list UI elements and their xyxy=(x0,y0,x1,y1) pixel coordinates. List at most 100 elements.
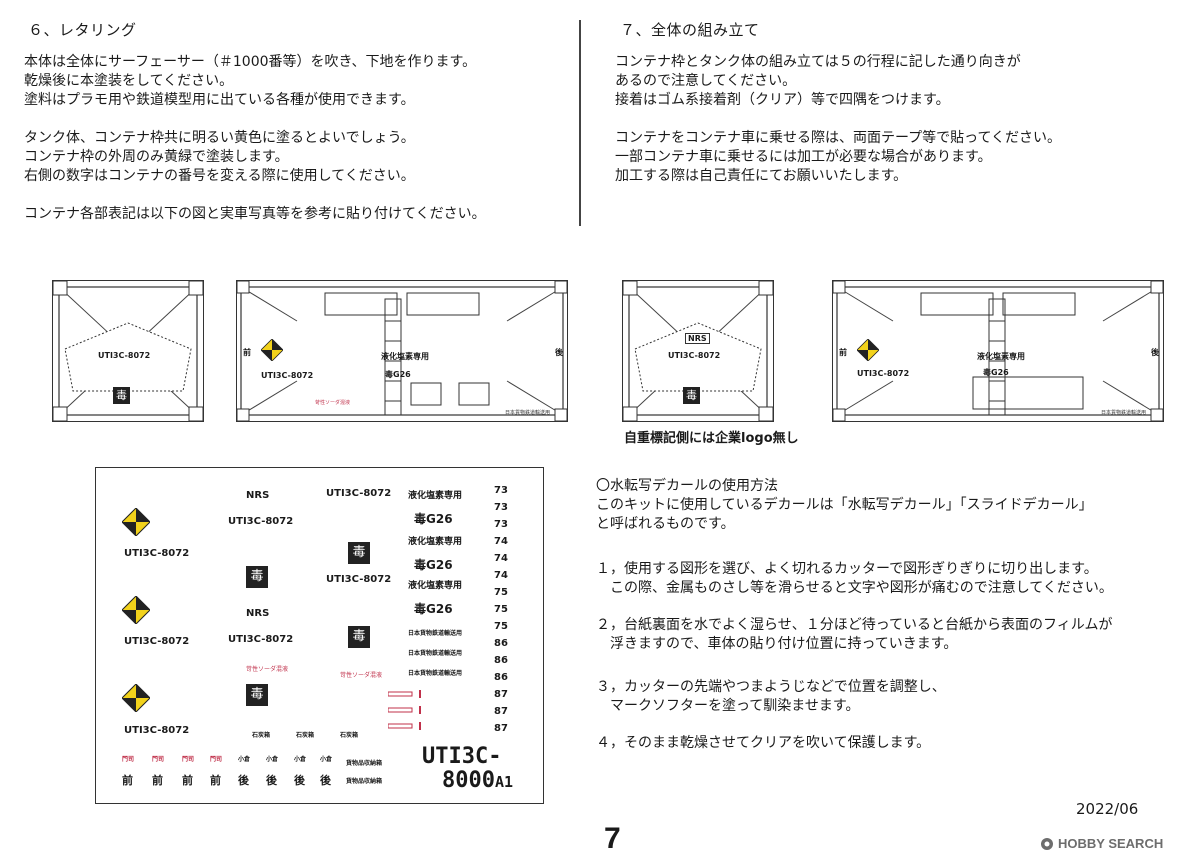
front-word: 前 xyxy=(122,774,133,787)
howto-step-3: ３，カッターの先端やつまようじなどで位置を調整し、 マークソフターを塗って馴染ま… xyxy=(596,678,946,716)
nrs-logo: NRS xyxy=(246,608,270,619)
hg-hazard-icon xyxy=(122,596,150,624)
number-label: 86 xyxy=(494,672,508,683)
howto-step-line: ２，台紙裏面を水でよく湿らせ、１分ほど待っていると台紙から表面のフィルムが xyxy=(596,617,1113,633)
storage-label: 石炭箱 xyxy=(252,732,271,739)
front-word: 前 xyxy=(182,774,193,787)
section7-line: 加工する際は自己責任にてお願いいたします。 xyxy=(615,168,908,184)
number-column: 73 73 73 74 74 74 75 75 75 86 86 86 87 8… xyxy=(494,482,508,737)
hazard-code-label: 毒G26 xyxy=(414,512,453,526)
section6-line xyxy=(24,186,486,205)
hazard-code-label: 毒G26 xyxy=(983,368,1009,377)
rail-label: 日本貨物鉄道輸送用 xyxy=(408,630,463,637)
number-label: 75 xyxy=(494,604,508,615)
cargo-label: 液化塩素専用 xyxy=(977,352,1025,361)
number-label: 75 xyxy=(494,621,508,632)
cargo-label: 液化塩素専用 xyxy=(408,491,463,501)
section6-line: 本体は全体にサーフェーサー（＃1000番等）を吹き、下地を作ります。 xyxy=(24,54,477,70)
front-kanji: 前 xyxy=(839,348,847,357)
section6-line: 右側の数字はコンテナの番号を変える際に使用してください。 xyxy=(24,168,415,184)
howto-intro-line: と呼ばれるものです。 xyxy=(596,516,735,532)
hg-hazard-icon xyxy=(122,508,150,536)
front-label: 門司 xyxy=(210,756,223,763)
container-id-label: UTI3C-8072 xyxy=(857,369,910,378)
section7-line: あるので注意してください。 xyxy=(615,73,797,89)
howto-step-1: １，使用する図形を選び、よく切れるカッターで図形ぎりぎりに切り出します。 この際… xyxy=(596,560,1113,598)
section6-body: 本体は全体にサーフェーサー（＃1000番等）を吹き、下地を作ります。 乾燥後に本… xyxy=(24,53,486,224)
rear-word: 後 xyxy=(320,774,331,787)
rail-label: 日本貨物鉄道輸送用 xyxy=(505,410,551,416)
poison-mark: 毒 xyxy=(113,387,130,404)
rear-label: 小倉 xyxy=(238,756,251,763)
date-label: 2022/06 xyxy=(1076,800,1139,818)
howto-section: 〇水転写デカールの使用方法 このキットに使用しているデカールは「水転写デカール」… xyxy=(596,477,1093,534)
marker-strips xyxy=(388,690,421,730)
front-label: 門司 xyxy=(122,756,135,763)
parts-label: 貨物品収納箱 xyxy=(346,778,383,785)
howto-step-line: 浮きますので、車体の貼り付け位置に持っていきます。 xyxy=(596,636,958,652)
logo-text: HOBBY SEARCH xyxy=(1058,836,1164,851)
page-number: 7 xyxy=(604,822,621,855)
decal-id: UTI3C-8072 xyxy=(124,636,190,647)
section7-title: ７、全体の組み立て xyxy=(620,21,760,39)
section6-line: コンテナ各部表記は以下の図と実車写真等を参考に貼り付けてください。 xyxy=(24,206,486,222)
container-end-view-2: NRS UTI3C-8072 毒 xyxy=(622,280,774,422)
number-label: 87 xyxy=(494,689,508,700)
section6-title: ６、レタリング xyxy=(28,21,137,39)
hobby-search-mark-icon xyxy=(1041,837,1053,850)
section7-line xyxy=(615,110,1061,129)
big-id-line2: 8000A1 xyxy=(442,768,513,793)
container-id-label: UTI3C-8072 xyxy=(668,351,721,360)
big-id-number: 8000 xyxy=(442,768,495,793)
big-id-line1: UTI3C- xyxy=(422,744,502,769)
end-frame-illustration xyxy=(53,281,203,421)
poison-mark: 毒 xyxy=(348,626,370,648)
rear-label: 小倉 xyxy=(266,756,279,763)
front-word: 前 xyxy=(152,774,163,787)
poison-mark: 毒 xyxy=(246,566,268,588)
rear-kanji: 後 xyxy=(1151,348,1159,357)
container-side-view-1: UTI3C-8072 液化塩素専用 毒G26 苛性ソーダ混液 日本貨物鉄道輸送用… xyxy=(236,280,568,422)
section7-line: 一部コンテナ車に乗せるには加工が必要な場合があります。 xyxy=(615,149,992,165)
howto-step-line: この際、金属ものさし等を滑らせると文字や図形が痛むので注意してください。 xyxy=(596,580,1113,596)
soda-label: 苛性ソーダ混液 xyxy=(340,672,383,679)
rear-word: 後 xyxy=(294,774,305,787)
column-divider xyxy=(579,20,581,226)
decal-id: UTI3C-8072 xyxy=(326,488,392,499)
poison-mark: 毒 xyxy=(348,542,370,564)
number-label: 87 xyxy=(494,706,508,717)
parts-label: 貨物品収納箱 xyxy=(346,760,383,767)
front-word: 前 xyxy=(210,774,221,787)
section6-line: コンテナ枠の外周のみ黄緑で塗装します。 xyxy=(24,149,289,165)
section6-line: 乾燥後に本塗装をしてください。 xyxy=(24,73,234,89)
big-id-suffix: A1 xyxy=(494,773,514,791)
end-frame-illustration xyxy=(623,281,773,421)
section7-line: コンテナをコンテナ車に乗せる際は、両面テープ等で貼ってください。 xyxy=(615,130,1062,146)
howto-title: 〇水転写デカールの使用方法 xyxy=(596,478,778,494)
hazard-code-label: 毒G26 xyxy=(385,370,411,379)
decal-id: UTI3C-8072 xyxy=(228,634,294,645)
section6-line xyxy=(24,110,486,129)
front-label: 門司 xyxy=(152,756,165,763)
section7-line: コンテナ枠とタンク体の組み立ては５の行程に記した通り向きが xyxy=(615,54,1021,70)
decal-id: UTI3C-8072 xyxy=(228,516,294,527)
section7-body: コンテナ枠とタンク体の組み立ては５の行程に記した通り向きが あるので注意してくだ… xyxy=(615,53,1061,186)
side-frame-illustration xyxy=(833,281,1163,421)
decal-id: UTI3C-8072 xyxy=(124,548,190,559)
container-end-view-1: UTI3C-8072 毒 xyxy=(52,280,204,422)
storage-label: 石炭箱 xyxy=(340,732,359,739)
section6-line: 塗料はプラモ用や鉄道模型用に出ている各種が使用できます。 xyxy=(24,92,415,108)
number-label: 75 xyxy=(494,587,508,598)
rear-label: 小倉 xyxy=(320,756,333,763)
nrs-logo: NRS xyxy=(685,333,710,344)
rear-word: 後 xyxy=(266,774,277,787)
number-label: 86 xyxy=(494,655,508,666)
side-frame-illustration xyxy=(237,281,567,421)
number-label: 73 xyxy=(494,485,508,496)
poison-mark: 毒 xyxy=(683,387,700,404)
rear-label: 小倉 xyxy=(294,756,307,763)
number-label: 74 xyxy=(494,553,508,564)
number-label: 74 xyxy=(494,570,508,581)
cargo-label: 液化塩素専用 xyxy=(408,581,463,591)
howto-step-line: １，使用する図形を選び、よく切れるカッターで図形ぎりぎりに切り出します。 xyxy=(596,561,1098,577)
